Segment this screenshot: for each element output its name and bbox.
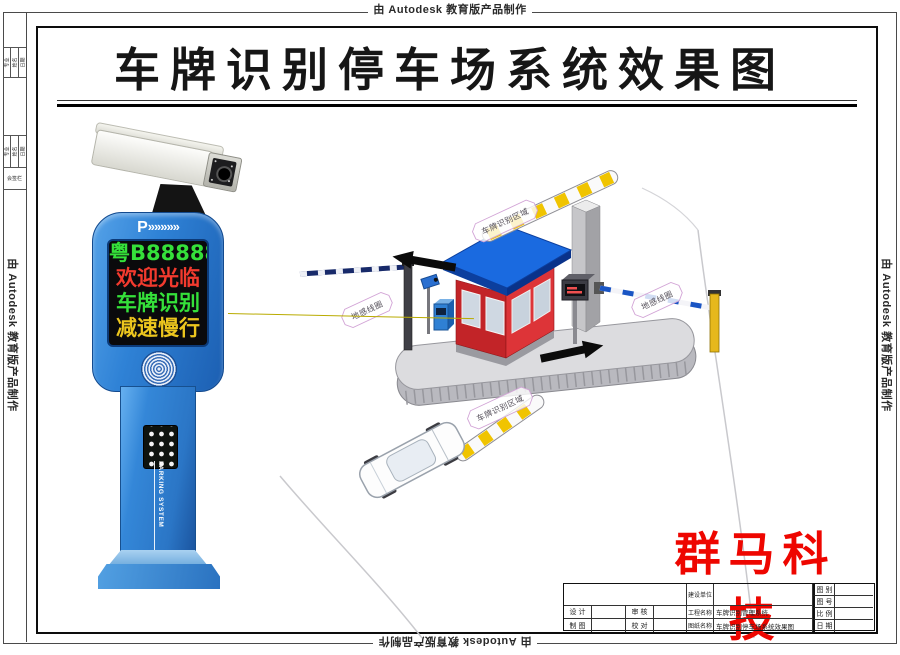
chevrons-icon: »»»»» [147, 219, 180, 234]
kiosk-base-lower [98, 564, 220, 589]
drawing-frame [36, 26, 878, 634]
stamp-right: 由 Autodesk 教育版产品制作 [879, 185, 895, 485]
keypad [143, 425, 178, 469]
design-value [592, 606, 626, 619]
led-line-recognition: 车牌识别 [116, 291, 200, 315]
kiosk-display-head: P»»»»» 粤B88888 欢迎光临 车牌识别 减速慢行 [92, 212, 224, 392]
road-edge-left [279, 475, 423, 639]
label-zone-bottom: 车牌识别区域 [467, 386, 533, 430]
label-coil-right: 地感线圈 [631, 281, 683, 319]
camera-lens-icon [214, 164, 234, 184]
margin-cell: 姓名 [12, 146, 19, 157]
review-label: 审 核 [626, 606, 654, 619]
draft-value [592, 619, 626, 632]
margin-cell: 日期 [20, 146, 26, 157]
road-edge-right-upper [641, 187, 699, 231]
camera-face [208, 157, 237, 187]
column [571, 199, 601, 333]
arrow-exit [539, 340, 604, 363]
lane-camera-post [420, 273, 440, 334]
figtype-label: 图 别 [813, 584, 835, 596]
figno-label: 图 号 [813, 596, 835, 608]
proof-value [654, 619, 687, 632]
kiosk-pillar: PARKING SYSTEM [120, 386, 196, 555]
figno-value [835, 596, 873, 608]
scale-value [835, 608, 873, 620]
margin-footer: 会签栏 [3, 168, 26, 190]
led-line-slow: 减速慢行 [116, 316, 200, 340]
stamp-top: 由 Autodesk 教育版产品制作 [300, 1, 600, 17]
lane-led-display [561, 274, 595, 344]
car [358, 421, 466, 499]
title-underline-thick [57, 104, 857, 107]
title-block: 设 计 审 核 制 图 校 对 建设单位 工程名称 车牌识别管理系统 图纸名称 … [563, 583, 875, 632]
date-value [835, 620, 873, 632]
margin-cell: 日期 [20, 57, 26, 68]
project-label: 工程名称 [687, 606, 714, 619]
proof-label: 校 对 [626, 619, 654, 632]
brand-text: 群马科技 [674, 529, 837, 646]
title-underline-thin [57, 100, 857, 101]
road-edge-right [697, 229, 755, 639]
speaker-icon [141, 351, 177, 387]
pillar-label: PARKING SYSTEM [154, 461, 164, 555]
arrow-entry [392, 251, 457, 272]
led-line-welcome: 欢迎光临 [116, 266, 200, 290]
page-title: 车牌识别停车场系统效果图 [114, 45, 786, 96]
parking-logo: P»»»»» [93, 219, 223, 237]
guard-booth [441, 225, 573, 366]
owner-value [714, 584, 813, 606]
ticket-machine [433, 299, 454, 331]
drawing-label: 图纸名称 [687, 619, 714, 632]
led-line-plate: 粤B88888 [109, 241, 209, 265]
margin-cell: 专业 [4, 146, 11, 157]
kiosk-base-upper [108, 550, 208, 566]
review-value [654, 606, 687, 619]
camera-front [202, 151, 243, 193]
project-value: 车牌识别管理系统 [714, 606, 813, 619]
date-label: 日 期 [813, 620, 835, 632]
logo-p: P [137, 219, 148, 236]
margin-strip-divider [26, 12, 27, 642]
led-screen: 粤B88888 欢迎光临 车牌识别 减速慢行 [107, 239, 209, 347]
stamp-left: 由 Autodesk 教育版产品制作 [5, 185, 21, 485]
design-label: 设 计 [564, 606, 592, 619]
figtype-value [835, 584, 873, 596]
label-coil-left: 地感线圈 [341, 291, 393, 329]
margin-cell: 姓名 [12, 57, 19, 68]
margin-cell: 专业 [4, 57, 11, 68]
draft-label: 制 图 [564, 619, 592, 632]
owner-label: 建设单位 [687, 584, 714, 606]
parking-scene: 车牌识别区域 车牌识别区域 地感线圈 地感线圈 [279, 170, 755, 639]
title-block-blank-cell [564, 584, 687, 606]
scale-label: 比 例 [813, 608, 835, 620]
drawing-value: 车牌识别停车场系统效果图 [714, 619, 813, 632]
